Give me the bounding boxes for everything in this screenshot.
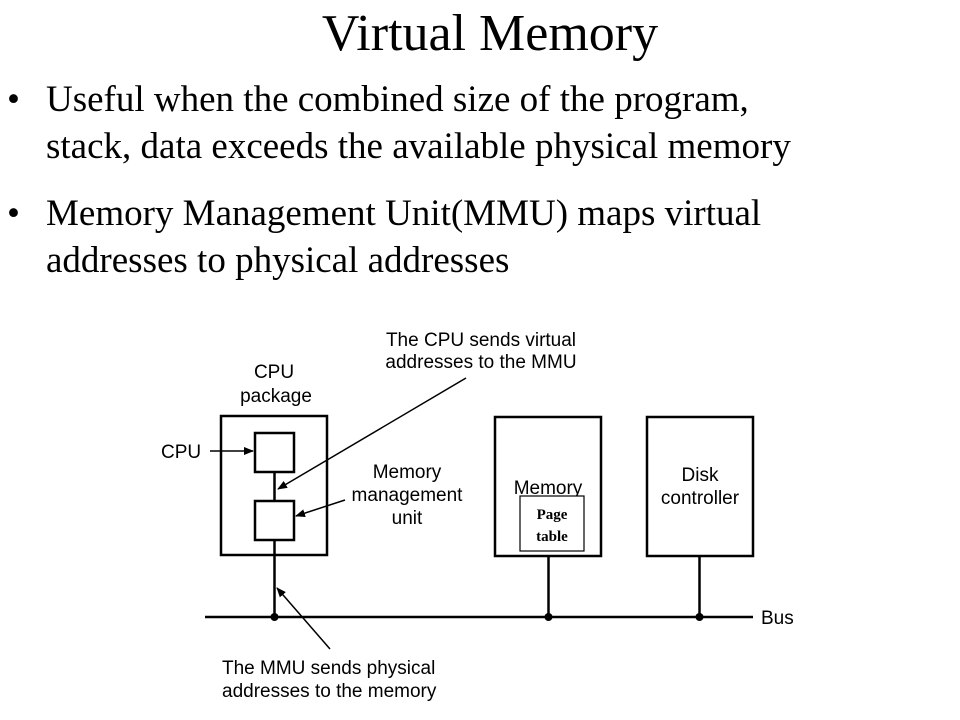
bullet-icon: • (7, 79, 20, 120)
disk-controller-label: controller (661, 488, 740, 509)
bus-junction-icon (544, 613, 553, 621)
physical-address-arrow-icon (276, 587, 331, 650)
bus-junction-icon (695, 613, 704, 621)
page-table-label: table (536, 529, 568, 545)
annotation-top-line: addresses to the MMU (385, 352, 576, 373)
mmu-label: management (352, 485, 464, 506)
bullet-list: • Useful when the combined size of the p… (0, 76, 960, 304)
annotation-bottom-line: addresses to the memory (222, 681, 437, 702)
cpu-package-label: package (240, 386, 312, 407)
memory-label: Memory (514, 478, 583, 499)
virtual-address-arrow-icon (277, 377, 467, 490)
bullet-item: • Memory Management Unit(MMU) maps virtu… (0, 190, 960, 284)
cpu-package-label: CPU (254, 362, 294, 383)
bullet-text-line: Useful when the combined size of the pro… (46, 79, 749, 120)
mmu-box (253, 499, 296, 542)
cpu-box (253, 431, 296, 474)
bullet-text-line: addresses to physical addresses (46, 240, 510, 281)
disk-controller-box (645, 415, 755, 558)
annotation-bottom-line: The MMU sends physical (222, 658, 435, 679)
cpu-label: CPU (161, 442, 201, 463)
bullet-icon: • (7, 193, 20, 234)
disk-controller-label: Disk (682, 465, 719, 486)
page-table-box (519, 495, 585, 552)
bus-label: Bus (761, 608, 794, 629)
mmu-arrow-icon (295, 499, 346, 518)
mmu-label: Memory (373, 462, 442, 483)
bullet-item: • Useful when the combined size of the p… (0, 76, 960, 170)
annotation-top-line: The CPU sends virtual (386, 330, 576, 351)
mmu-label: unit (392, 508, 423, 529)
page-table-label: Page (537, 507, 568, 523)
bullet-text-line: Memory Management Unit(MMU) maps virtual (46, 193, 762, 234)
slide-title: Virtual Memory (321, 5, 659, 62)
bus-junction-icon (270, 613, 279, 621)
bullet-text-line: stack, data exceeds the available physic… (46, 126, 791, 167)
